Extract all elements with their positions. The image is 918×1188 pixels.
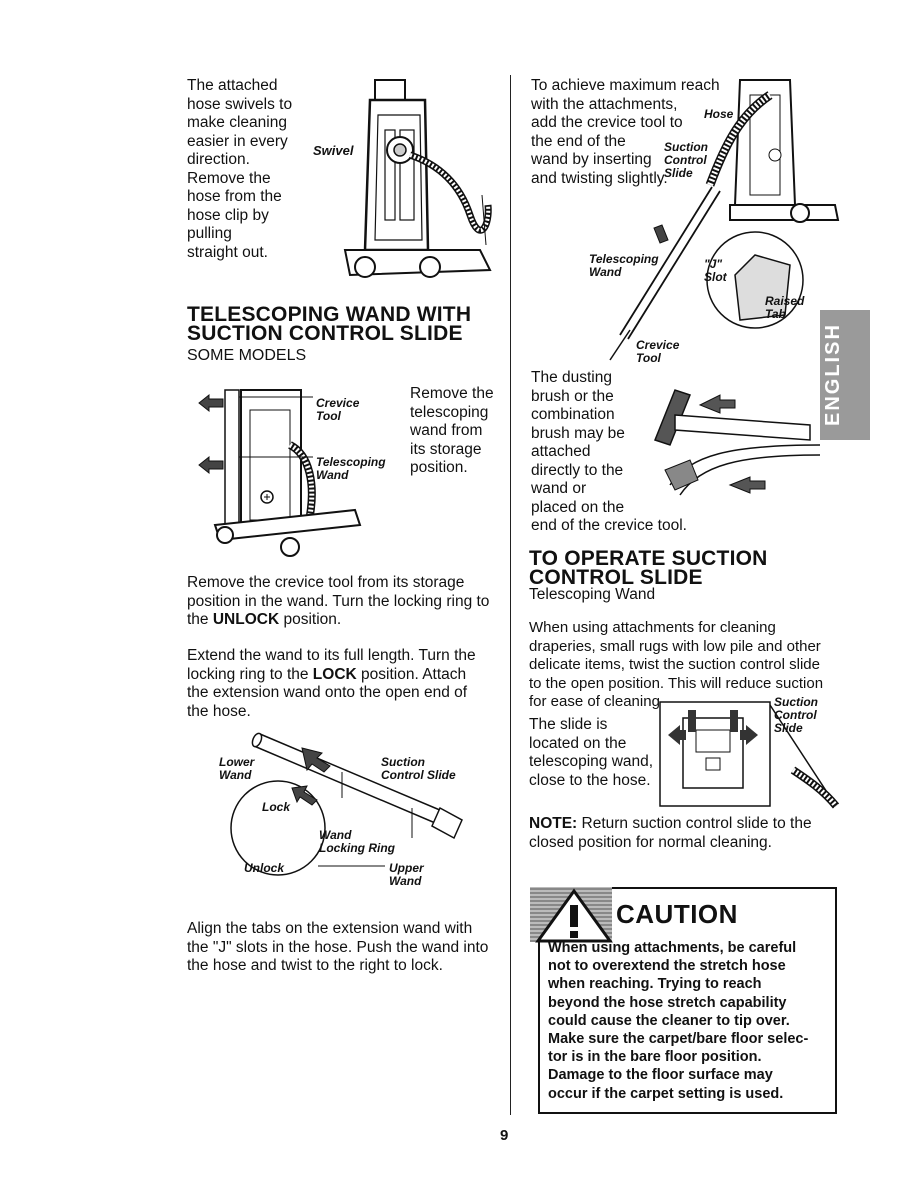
suction-slide-illustration: [659, 701, 840, 809]
maximum-reach-text: To achieve maximum reach with the attach…: [531, 77, 720, 187]
wand-locking-ring-label: Wand Locking Ring: [319, 828, 395, 855]
slide-located-text: The slide is located on the telescoping …: [529, 716, 654, 789]
telescoping-wand-label: Telescoping Wand: [316, 455, 386, 482]
operate-subhead: Telescoping Wand: [529, 586, 656, 603]
language-side-tab: ENGLISH: [820, 310, 870, 440]
hose-label: Hose: [704, 107, 734, 121]
section-heading-line1: TELESCOPING WAND WITH: [187, 303, 472, 326]
intro-text: The attached hose swivels to make cleani…: [187, 77, 293, 261]
attachments-paragraph: When using attachments for cleaning drap…: [529, 619, 824, 710]
remove-wand-text: Remove the telescoping wand from its sto…: [410, 385, 494, 476]
warning-triangle-icon: [535, 888, 613, 943]
caution-body: When using attachments, be careful not t…: [548, 940, 809, 1102]
section-heading-line2: SUCTION CONTROL SLIDE: [187, 322, 463, 345]
raised-tab-label: Raised Tab: [765, 294, 805, 321]
lock-bold: LOCK: [312, 665, 357, 683]
page-number: 9: [500, 1127, 509, 1144]
unlock-label: Unlock: [244, 861, 285, 875]
note-label: NOTE:: [529, 815, 578, 832]
upper-wand-label: Upper Wand: [389, 861, 424, 888]
crevice-attachment-illustration: [609, 79, 840, 361]
caution-title: CAUTION: [616, 899, 738, 929]
operate-heading-line1: TO OPERATE SUCTION: [529, 547, 768, 570]
extend-wand-paragraph: Extend the wand to its full length. Turn…: [187, 647, 476, 720]
caution-border: [538, 887, 837, 1114]
wand-locking-ring-diagram: [230, 732, 463, 876]
vacuum-swivel-illustration: [343, 79, 492, 278]
note-paragraph: NOTE: Return suction control slide to th…: [529, 815, 812, 851]
lower-wand-label: Lower Wand: [219, 755, 255, 782]
dusting-brush-illustration: [654, 389, 821, 496]
dusting-brush-text: The dusting brush or the combination bru…: [531, 369, 687, 534]
telescoping-wand-label-right: Telescoping Wand: [589, 252, 659, 279]
j-slot-label: "J" Slot: [704, 257, 727, 284]
suction-control-slide-label: Suction Control Slide: [381, 755, 456, 782]
caution-box: CAUTION When using attachments, be caref…: [530, 887, 837, 1114]
wand-storage-illustration: [198, 389, 362, 557]
crevice-tool-label-right: Crevice Tool: [636, 338, 680, 365]
suction-control-slide-label-lower: Suction Control Slide: [774, 695, 818, 735]
lock-label: Lock: [262, 800, 291, 814]
section-subhead: SOME MODELS: [187, 347, 307, 364]
operate-heading-line2: CONTROL SLIDE: [529, 566, 703, 589]
remove-crevice-paragraph: Remove the crevice tool from its storage…: [187, 574, 490, 628]
swivel-label: Swivel: [313, 143, 354, 158]
crevice-tool-label: Crevice Tool: [316, 396, 360, 423]
align-tabs-paragraph: Align the tabs on the extension wand wit…: [187, 920, 489, 974]
suction-control-slide-label-upper: Suction Control Slide: [664, 140, 708, 180]
column-divider: [510, 75, 511, 1115]
unlock-bold: UNLOCK: [212, 611, 280, 628]
